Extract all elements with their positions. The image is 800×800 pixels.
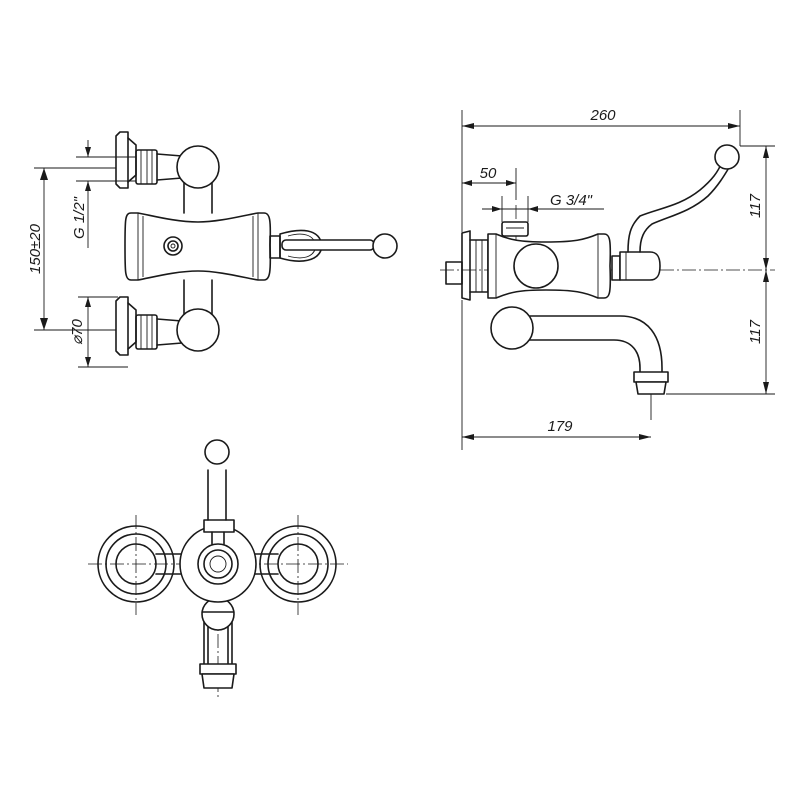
lever-handle	[281, 239, 375, 251]
dim-spout-reach: 179	[547, 418, 573, 435]
dim-outlet-offset: 50	[480, 165, 497, 182]
top-body	[179, 525, 257, 603]
dim-inlet-thread: G 3/4"	[550, 192, 593, 209]
bottom-connection-ball	[176, 308, 220, 352]
side-view: 260 50 G 3/4" 117 117 179	[440, 107, 775, 450]
spout	[529, 315, 663, 379]
top-view	[88, 439, 348, 700]
dim-upper-height: 117	[747, 193, 764, 218]
bottom-wall-flange	[115, 296, 183, 356]
lever-knob	[372, 233, 398, 259]
side-lever-knob	[714, 144, 740, 170]
right-flange	[259, 525, 337, 603]
left-flange	[97, 525, 175, 603]
diverter-button-icon	[163, 236, 183, 256]
top-lever-knob	[204, 439, 230, 465]
side-body	[487, 233, 612, 299]
dim-overall-width: 260	[589, 107, 616, 124]
front-view: 150±20 G 1/2" ⌀70	[27, 131, 398, 368]
top-connection-ball	[176, 145, 220, 189]
side-lever	[627, 161, 723, 253]
dim-center-distance: 150±20	[27, 223, 44, 274]
dim-flange-diameter: ⌀70	[69, 318, 86, 344]
spout-ball	[490, 306, 534, 350]
top-spout	[203, 609, 233, 669]
dim-lower-height: 117	[747, 319, 764, 344]
mixer-body	[124, 212, 272, 281]
top-wall-flange	[115, 131, 183, 189]
dim-supply-thread: G 1/2"	[71, 196, 88, 239]
